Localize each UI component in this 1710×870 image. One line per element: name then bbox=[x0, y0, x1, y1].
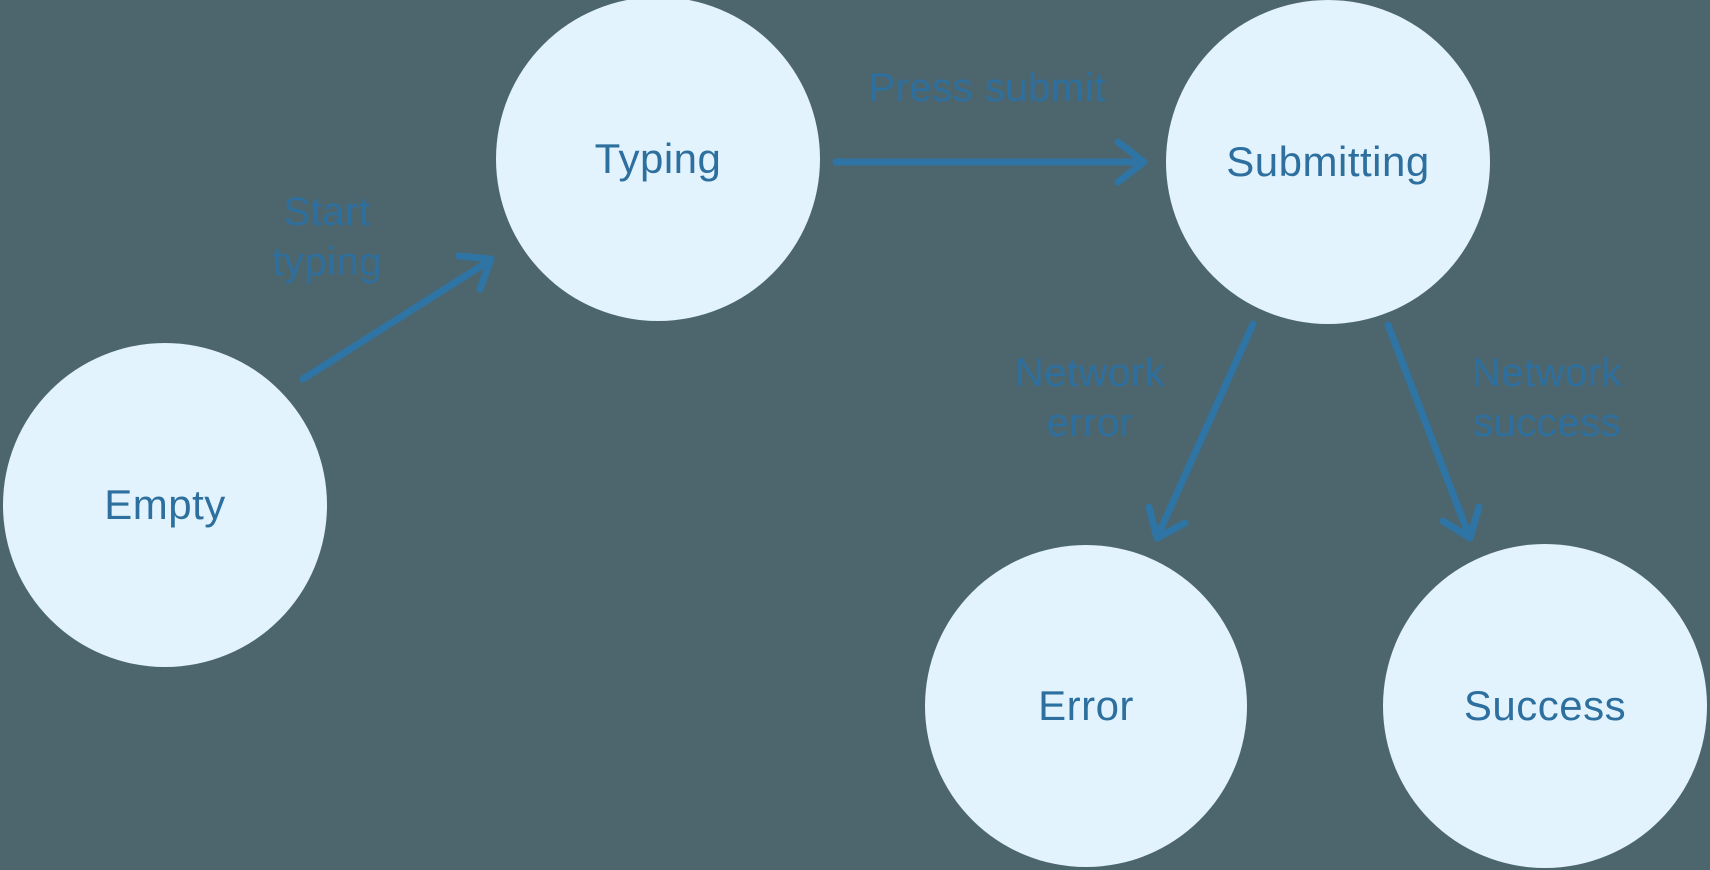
edge-label-start-typing: Start typing bbox=[272, 187, 382, 287]
edge-arrow-submitting-to-success bbox=[1384, 321, 1483, 542]
state-node-success[interactable]: Success bbox=[1383, 544, 1707, 868]
state-node-typing[interactable]: Typing bbox=[496, 0, 820, 321]
edge-label-line: Start bbox=[283, 190, 371, 234]
edge-label-line: Press submit bbox=[868, 66, 1106, 110]
state-label-error: Error bbox=[1038, 682, 1134, 729]
edge-label-line: Network bbox=[1014, 351, 1166, 395]
edge-label-line: error bbox=[1046, 401, 1134, 445]
edge-label-line: Network bbox=[1471, 351, 1623, 395]
edge-arrow-typing-to-submitting bbox=[832, 138, 1148, 186]
edge-label-press-submit: Press submit bbox=[868, 63, 1105, 113]
edge-label-network-success: Network success bbox=[1472, 348, 1622, 448]
edge-arrow-empty-to-typing bbox=[299, 252, 495, 383]
state-node-error[interactable]: Error bbox=[925, 545, 1247, 867]
state-label-success: Success bbox=[1463, 682, 1627, 729]
edge-arrow-submitting-to-error bbox=[1145, 320, 1257, 542]
state-label-empty: Empty bbox=[104, 481, 226, 528]
state-node-empty[interactable]: Empty bbox=[3, 343, 327, 667]
edge-label-line: typing bbox=[272, 240, 382, 284]
state-label-typing: Typing bbox=[594, 135, 722, 182]
edge-label-line: success bbox=[1472, 401, 1621, 445]
edge-label-network-error: Network error bbox=[1015, 348, 1165, 448]
state-label-submitting: Submitting bbox=[1226, 138, 1430, 185]
state-node-submitting[interactable]: Submitting bbox=[1166, 0, 1490, 324]
